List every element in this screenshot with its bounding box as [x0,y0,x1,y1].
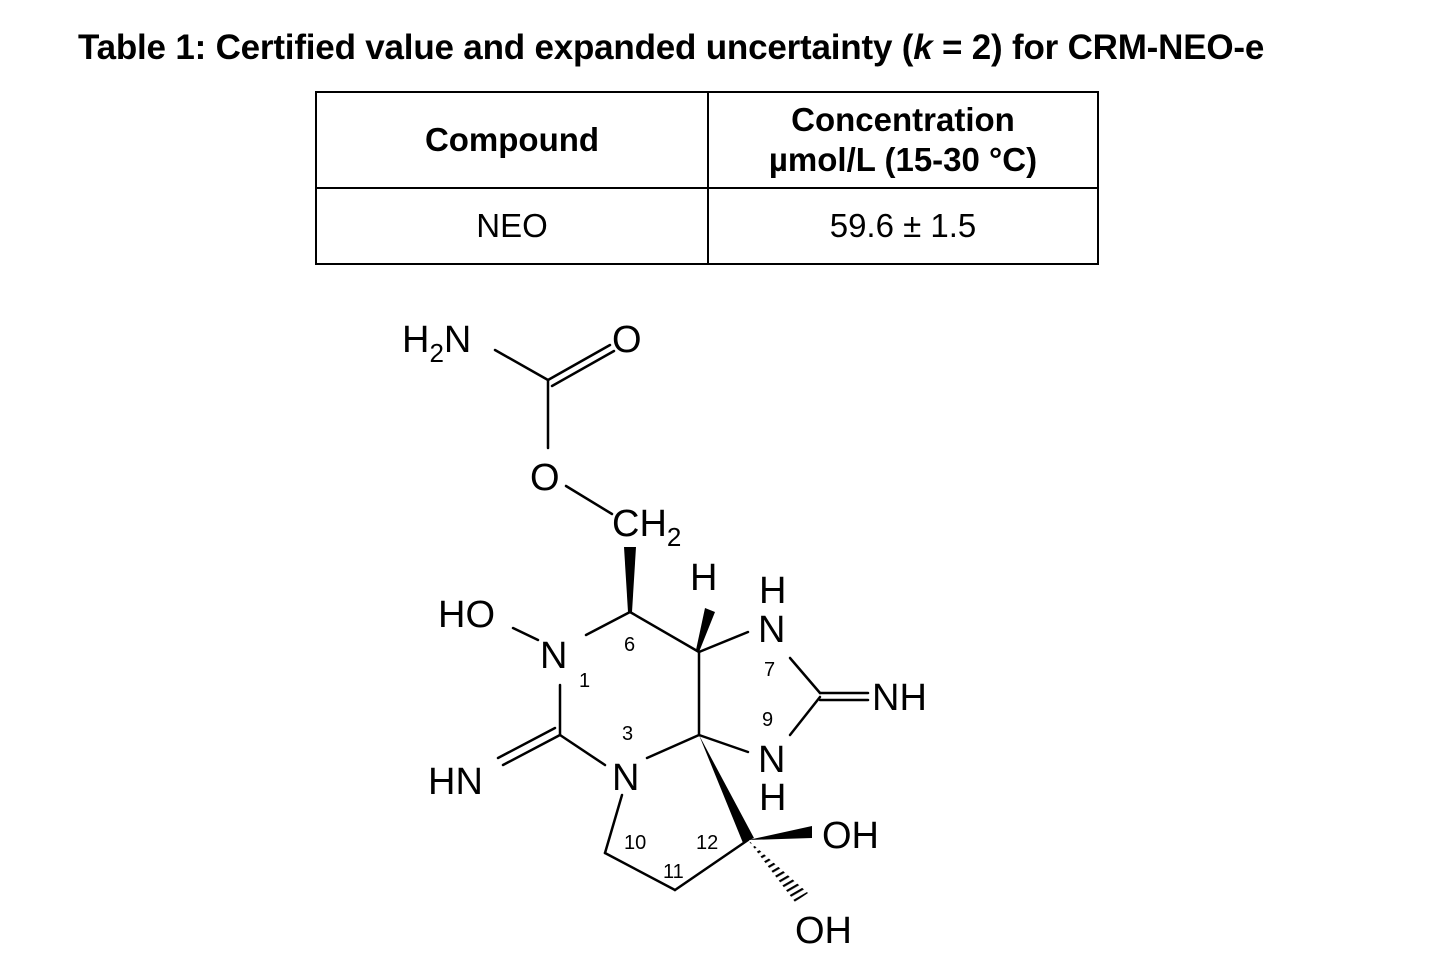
table-row: NEO 59.6 ± 1.5 [315,187,1099,265]
bond-c8-n9 [788,695,822,737]
label-n9-num: 9 [762,709,773,731]
label-nh7-h: H [759,570,786,612]
label-h2n: H2N [402,319,471,368]
bond-n3-c10 [603,793,624,855]
label-h-top: H [690,557,717,599]
wedge-c12-oh [748,826,812,840]
hashed-c12-oh [748,840,808,902]
bond-c5-n7 [697,630,750,654]
bond-n7-c8 [788,656,822,695]
bond-c4-n3 [645,733,701,760]
bond-c10-c11 [603,851,677,892]
label-hn: HN [428,761,483,803]
table-title: Table 1: Certified value and expanded un… [78,28,1264,68]
bond-c-o-double-a [546,343,612,382]
bond-ho-n1 [511,626,540,642]
label-ch2: CH2 [612,503,681,552]
label-n3: N [612,757,639,799]
label-n3-num: 3 [622,723,633,745]
title-text-before: Table 1: Certified value and expanded un… [78,28,914,67]
label-o-ester: O [530,457,560,499]
label-nh-right: NH [872,677,927,719]
bond-c2-hn-b [496,726,557,760]
label-ho: HO [438,594,495,636]
wedge-c4-c12 [699,735,754,843]
cell-compound: NEO [315,187,709,265]
bond-n3-c2 [558,733,607,767]
bond-c2-hn-a [501,733,562,767]
atom-labels: H2N O O CH2 H HO N 1 6 H N 7 NH 9 N H 3 … [402,319,927,952]
cell-concentration: 59.6 ± 1.5 [707,187,1099,265]
label-oh2: OH [795,910,852,952]
bond-n9-c4 [697,733,750,754]
label-n1-num: 1 [579,670,590,692]
header-concentration: Concentration µmol/L (15-30 °C) [707,91,1099,189]
label-c10-num: 10 [624,832,646,854]
bond-c6-c5 [628,610,701,654]
wedge-bonds [624,547,812,902]
bonds [493,343,870,892]
certified-value-table: Compound Concentration µmol/L (15-30 °C)… [315,91,1099,265]
label-nh9-h: H [759,777,786,819]
bond-n-c [493,348,550,382]
bond-o-ch2 [564,484,614,516]
label-c6-num: 6 [624,634,635,656]
title-k-symbol: k [913,28,933,67]
wedge-c6-ch2 [624,547,636,612]
wedge-c5-h [696,608,715,652]
label-o-carbonyl: O [612,319,642,361]
label-c12-num: 12 [696,832,718,854]
header-compound: Compound [315,91,709,189]
bond-c-o-double-b [550,349,616,388]
label-n1: N [540,635,567,677]
title-text-after: = 2) for CRM-NEO-e [932,28,1265,67]
table-header-row: Compound Concentration µmol/L (15-30 °C) [315,91,1099,189]
header-concentration-line2: µmol/L (15-30 °C) [768,141,1038,178]
label-c11-num: 11 [663,861,684,883]
label-oh1: OH [822,815,879,857]
bond-c11-c12 [673,838,750,892]
bond-n1-c6 [584,610,632,637]
label-n7-num: 7 [764,659,775,681]
label-nh9-n: N [758,739,785,781]
header-concentration-line1: Concentration [791,101,1015,138]
label-nh7-n: N [758,609,785,651]
